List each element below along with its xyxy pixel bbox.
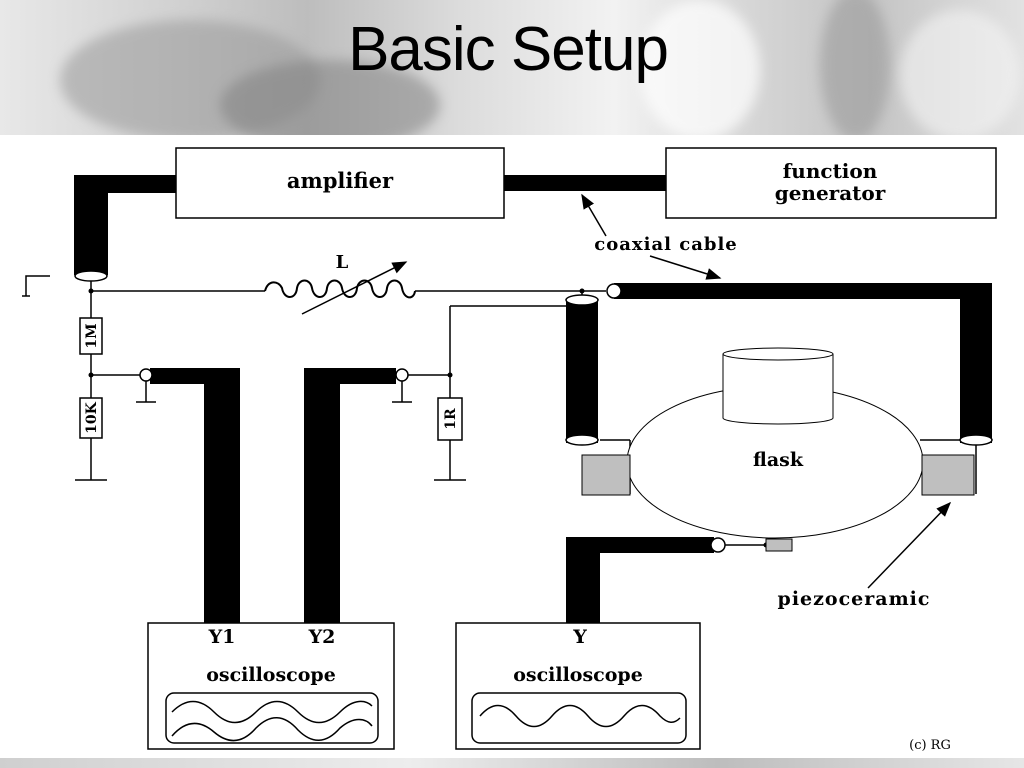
piezo-bottom: [765, 538, 793, 552]
resistor-10k: [79, 397, 103, 439]
channel-y-label: Y: [572, 626, 587, 648]
channel-y1-label: Y1: [208, 626, 236, 648]
piezo-left: [581, 454, 631, 496]
resistor-1m-label: 1M: [84, 323, 100, 348]
resistor-1r: [437, 397, 463, 441]
coaxial-cables: [74, 175, 992, 623]
amplifier-label: amplifier: [287, 168, 394, 193]
oscilloscope-right-label: oscilloscope: [513, 664, 643, 686]
coaxial-cable-label: coaxial cable: [594, 234, 737, 255]
resistor-10k-label: 10K: [84, 401, 100, 433]
waveform-y1: [171, 700, 373, 724]
title-banner: [0, 0, 1024, 135]
bottom-strip: [0, 758, 1024, 768]
inductor-label: L: [336, 252, 349, 273]
copyright-label: (c) RG: [909, 738, 951, 753]
piezo-right: [921, 454, 975, 496]
piezoceramic-label: piezoceramic: [778, 588, 931, 610]
slide-title: Basic Setup: [348, 15, 669, 84]
function-generator-box: [665, 147, 997, 219]
resistor-1r-label: 1R: [443, 408, 459, 430]
oscilloscope-right-screen: [471, 692, 687, 744]
coaxial-arrow-down: [649, 255, 722, 280]
amplifier-box: [175, 147, 505, 219]
function-generator-label-line2: generator: [775, 181, 886, 205]
coaxial-arrow-up: [581, 193, 607, 237]
flask: [626, 347, 924, 539]
flask-label: flask: [753, 449, 804, 471]
channel-y2-label: Y2: [308, 626, 336, 648]
resistor-1m: [79, 317, 103, 355]
oscilloscope-left-label: oscilloscope: [206, 664, 336, 686]
waveform-y2: [171, 717, 373, 742]
function-generator-label-line1: function: [783, 159, 878, 183]
piezo-arrow: [867, 501, 952, 589]
waveform-y: [479, 704, 681, 728]
inductor-coil: [264, 261, 416, 315]
cable-connectors: [74, 270, 993, 553]
